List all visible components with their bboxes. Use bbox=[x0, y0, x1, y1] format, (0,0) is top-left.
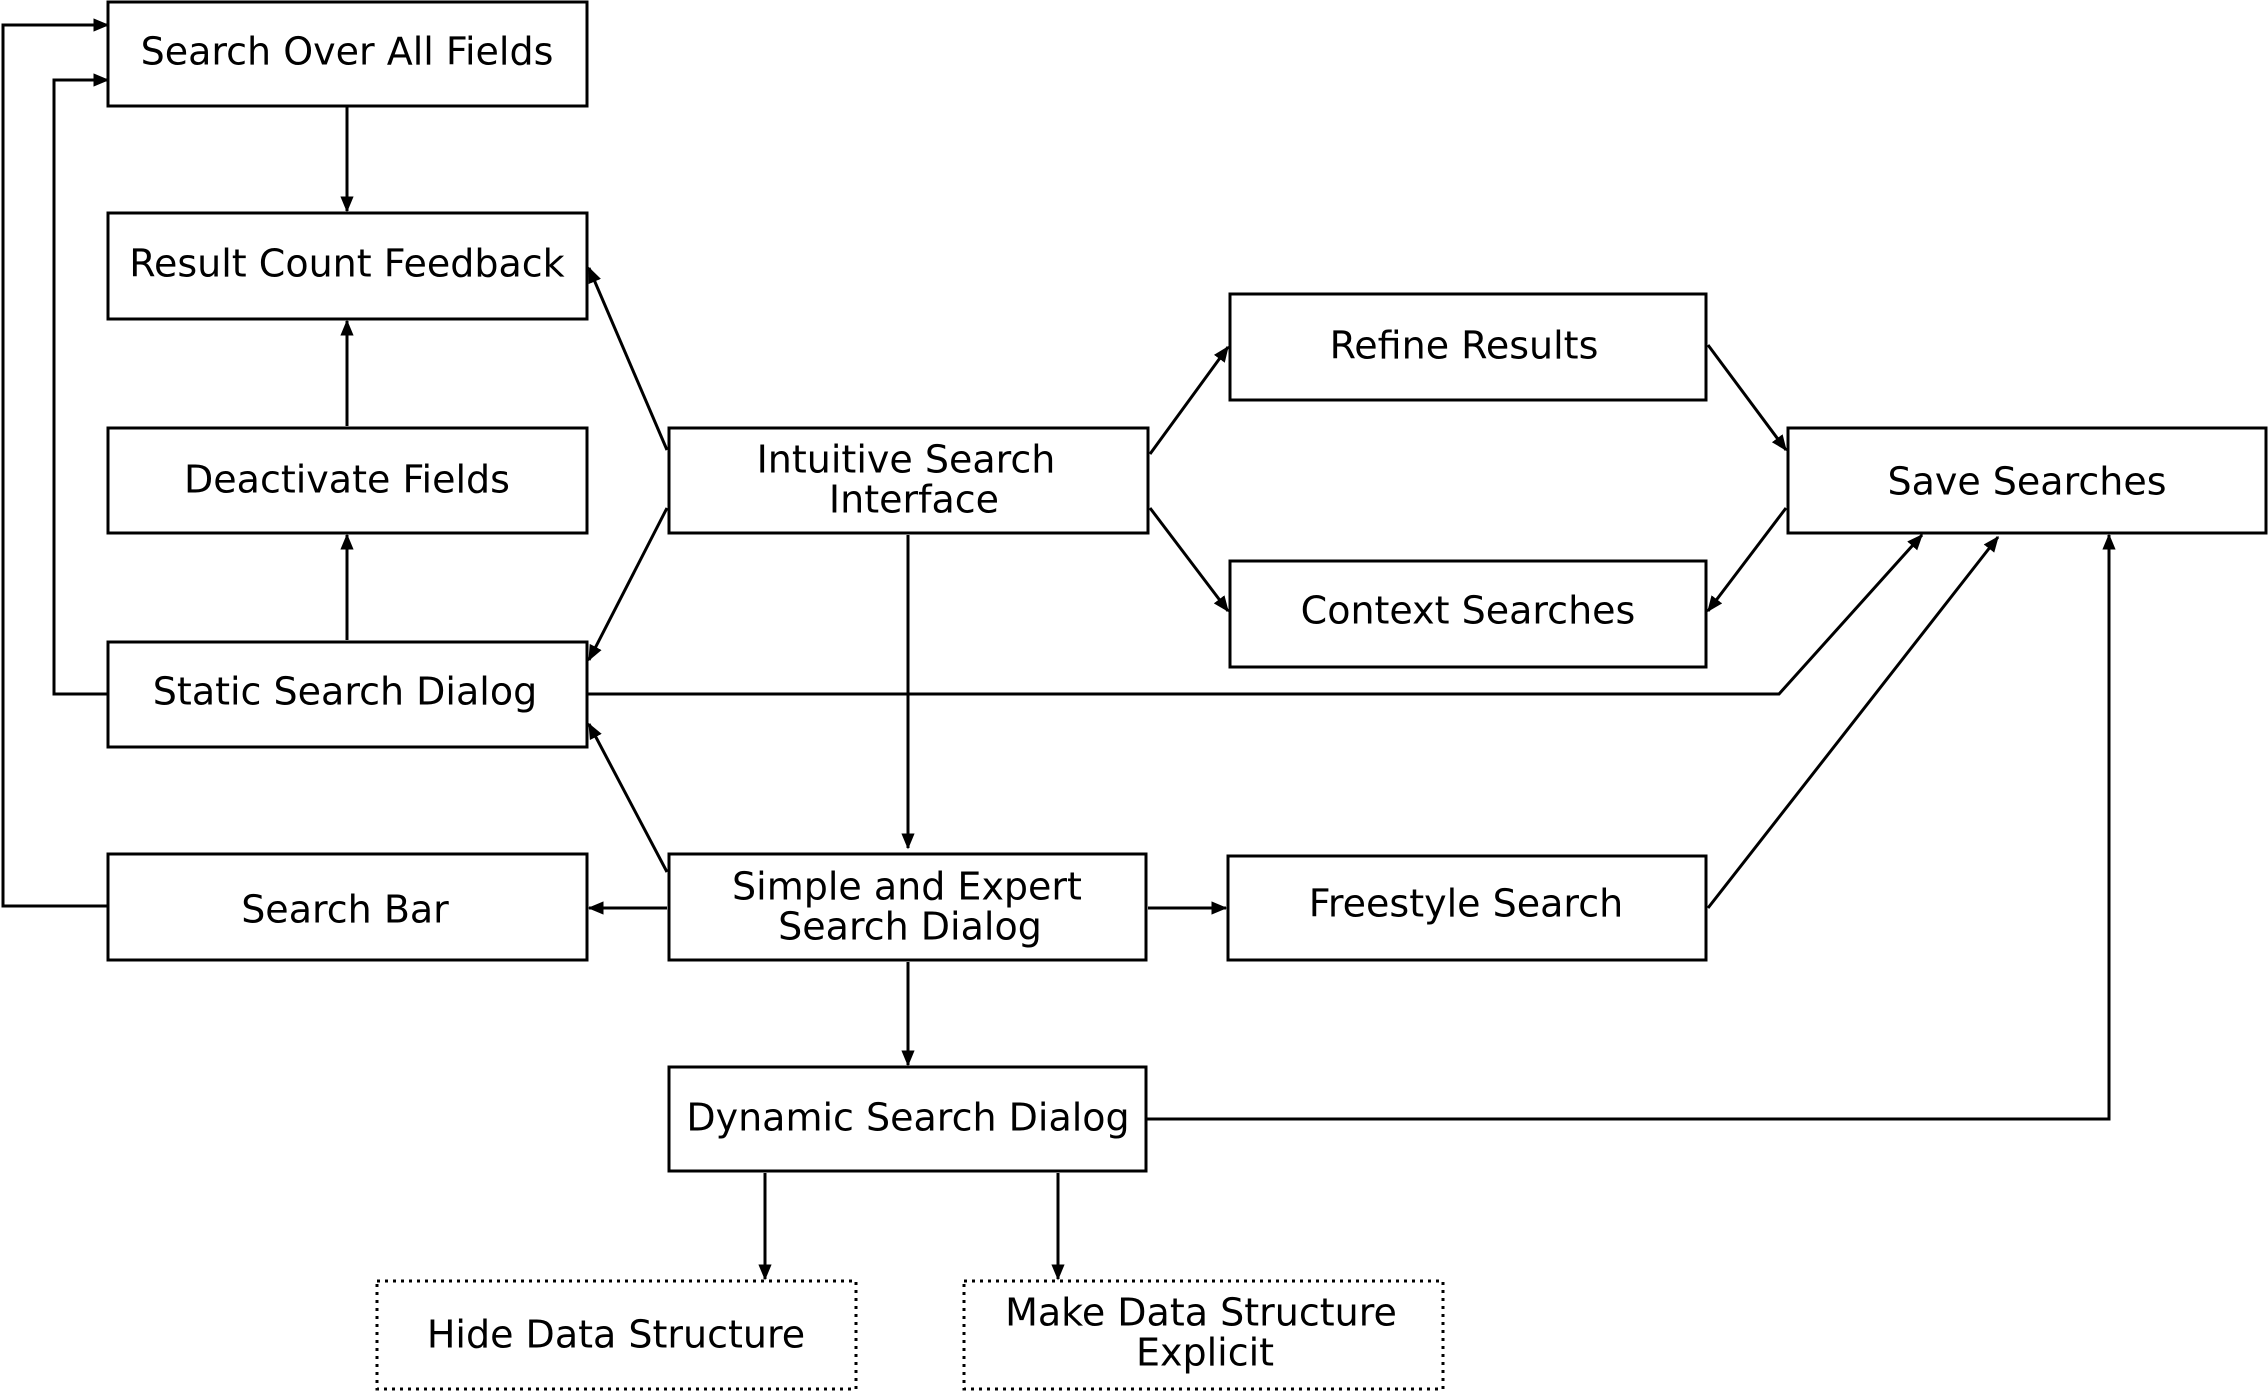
edge-dynamic-search-to-save-searches bbox=[1146, 533, 2116, 1121]
node-label-line-1: Intuitive Search bbox=[757, 438, 1056, 482]
edge-intuitive-search-to-static-search-dialog bbox=[587, 507, 669, 662]
node-hide-data-structure: Hide Data Structure bbox=[375, 1279, 858, 1391]
edge-save-searches-to-context-searches bbox=[1706, 507, 1788, 613]
edge-freestyle-search-to-save-searches bbox=[1706, 535, 2000, 909]
node-result-count-feedback: Result Count Feedback bbox=[106, 211, 589, 321]
node-label: Static Search Dialog bbox=[153, 670, 537, 714]
node-label: Hide Data Structure bbox=[427, 1313, 805, 1357]
node-freestyle-search: Freestyle Search bbox=[1226, 854, 1708, 962]
node-label-line-2: Explicit bbox=[1136, 1331, 1274, 1375]
node-simple-expert-search-dialog: Simple and Expert Search Dialog bbox=[667, 852, 1148, 962]
node-label: Result Count Feedback bbox=[129, 242, 564, 286]
edge-intuitive-search-to-result-count-feedback bbox=[587, 266, 669, 451]
node-label: Deactivate Fields bbox=[184, 458, 510, 502]
node-label-line-1: Simple and Expert bbox=[732, 865, 1082, 909]
nodes: Search Over All Fields Result Count Feed… bbox=[106, 0, 2268, 1391]
node-static-search-dialog: Static Search Dialog bbox=[106, 640, 589, 749]
node-make-data-structure-explicit: Make Data Structure Explicit bbox=[962, 1279, 1445, 1391]
node-label: Save Searches bbox=[1887, 460, 2166, 504]
node-save-searches: Save Searches bbox=[1786, 426, 2268, 535]
node-label-line-1: Make Data Structure bbox=[1005, 1291, 1397, 1335]
node-label-line-2: Interface bbox=[829, 478, 999, 522]
node-label: Freestyle Search bbox=[1309, 882, 1623, 926]
edge-static-search-dialog-to-search-over-all-fields bbox=[52, 73, 110, 696]
node-context-searches: Context Searches bbox=[1228, 559, 1708, 669]
node-deactivate-fields: Deactivate Fields bbox=[106, 426, 589, 535]
node-dynamic-search-dialog: Dynamic Search Dialog bbox=[667, 1065, 1148, 1173]
node-intuitive-search-interface: Intuitive Search Interface bbox=[667, 426, 1150, 535]
node-label: Context Searches bbox=[1301, 589, 1636, 633]
edge-search-bar-to-search-over-all-fields bbox=[1, 18, 110, 908]
edge-refine-results-to-save-searches bbox=[1706, 344, 1788, 452]
node-label: Dynamic Search Dialog bbox=[686, 1096, 1129, 1140]
edge-intuitive-search-to-context-searches bbox=[1148, 507, 1230, 613]
node-search-over-all-fields: Search Over All Fields bbox=[106, 0, 589, 108]
edge-intuitive-search-to-refine-results bbox=[1148, 345, 1230, 455]
edge-static-search-dialog-to-save-searches bbox=[587, 533, 1924, 696]
edges bbox=[1, 18, 2116, 1281]
node-label: Search Bar bbox=[241, 888, 449, 932]
node-refine-results: Refine Results bbox=[1228, 292, 1708, 402]
node-label-line-2: Search Dialog bbox=[778, 905, 1042, 949]
node-label: Refine Results bbox=[1330, 324, 1599, 368]
node-search-bar: Search Bar bbox=[106, 852, 589, 962]
edge-simple-expert-to-static-search-dialog bbox=[587, 722, 669, 873]
node-label: Search Over All Fields bbox=[141, 30, 554, 74]
